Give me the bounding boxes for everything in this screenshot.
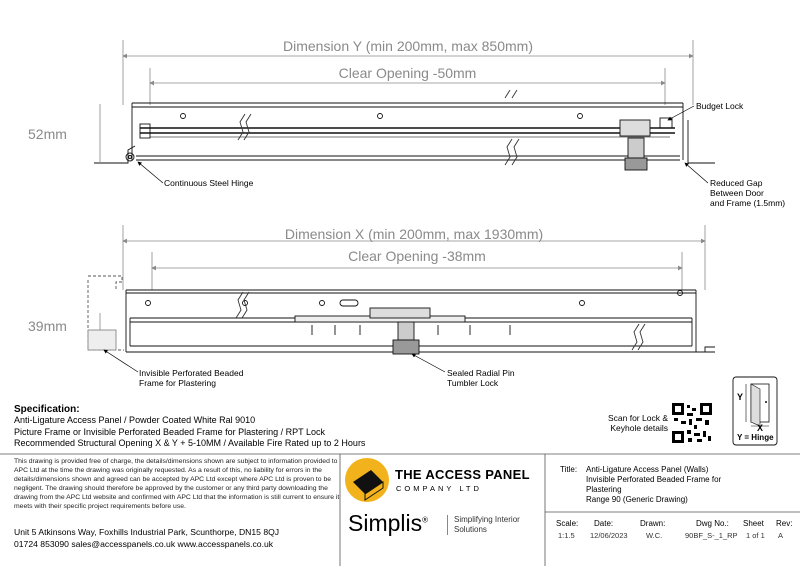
tagline-line-1: Simplifying Interior: [454, 515, 520, 524]
drawn-header: Drawn:: [640, 519, 666, 528]
continuous-hinge-callout: Continuous Steel Hinge: [164, 178, 254, 188]
title-line: Plastering: [586, 485, 622, 494]
title-label: Title:: [560, 465, 578, 474]
beaded-frame-line-1: Invisible Perforated Beaded: [139, 368, 244, 378]
scale-header: Scale:: [556, 519, 579, 528]
tagline-line-2: Solutions: [454, 525, 487, 534]
radial-pin-line-2: Tumbler Lock: [447, 378, 499, 388]
specification-line: Anti-Ligature Access Panel / Powder Coat…: [14, 415, 256, 425]
specification-block: Specification: Anti-Ligature Access Pane…: [14, 404, 365, 450]
reduced-gap-line-3: and Frame (1.5mm): [710, 198, 786, 208]
dwg-no-header: Dwg No.:: [696, 519, 729, 528]
date-value: 12/06/2023: [590, 531, 628, 540]
specification-line: Picture Frame or Invisible Perforated Be…: [14, 426, 325, 437]
scale-value: 1:1.5: [558, 531, 575, 540]
radial-pin-line-1: Sealed Radial Pin: [447, 368, 515, 378]
top-callout-leaders: [137, 105, 709, 184]
rev-value: A: [778, 531, 784, 540]
sheet-value: 1 of 1: [746, 531, 765, 540]
title-line: Invisible Perforated Beaded Frame for: [586, 475, 722, 484]
beaded-frame-line-2: Frame for Plastering: [139, 378, 216, 388]
reduced-gap-callout: Reduced Gap Between Door and Frame (1.5m…: [710, 178, 785, 208]
specification-line: Recommended Structural Opening X & Y + 5…: [14, 438, 366, 448]
disclaimer-text: This drawing is provided free of charge,…: [14, 458, 340, 511]
logo-sub-text: COMPANY LTD: [396, 484, 482, 493]
budget-lock-callout: Budget Lock: [696, 101, 744, 111]
access-panel-logo-mark: [345, 458, 389, 502]
sheet-header: Sheet: [743, 519, 764, 528]
qr-caption-line-1: Scan for Lock &: [607, 413, 668, 423]
company-address-block: Unit 5 Atkinsons Way, Foxhills Industria…: [14, 527, 279, 550]
clear-opening-x-label: Clear Opening -38mm: [348, 248, 486, 264]
bottom-callout-leaders: [103, 349, 446, 373]
height-52mm-label: 52mm: [28, 126, 67, 142]
dimension-y-label: Dimension Y (min 200mm, max 850mm): [282, 38, 533, 54]
dwg-no-value: 90BF_S-_1_RP: [685, 531, 738, 540]
company-address: Unit 5 Atkinsons Way, Foxhills Industria…: [14, 527, 280, 537]
bottom-dimension-lines: [99, 225, 706, 347]
company-contact: 01724 853090 sales@accesspanels.co.uk ww…: [14, 538, 274, 549]
clear-opening-y-label: Clear Opening -50mm: [338, 65, 477, 81]
orientation-key: [732, 376, 778, 446]
logo-main-text: THE ACCESS PANEL: [395, 467, 530, 482]
height-39mm-label: 39mm: [28, 318, 67, 334]
title-text: Anti-Ligature Access Panel (Walls) Invis…: [586, 465, 721, 505]
reduced-gap-line-2: Between Door: [710, 188, 764, 198]
qr-caption: Scan for Lock & Keyhole details: [600, 413, 668, 433]
drawn-value: W.C.: [646, 531, 663, 540]
rev-header: Rev:: [776, 519, 793, 528]
specification-heading: Specification:: [14, 404, 80, 415]
qr-caption-line-2: Keyhole details: [610, 423, 668, 433]
simplis-wordmark: Simplis: [348, 510, 423, 536]
orientation-hinge-label: Y = Hinge: [737, 433, 774, 442]
beaded-frame-callout: Invisible Perforated Beaded Frame for Pl…: [139, 368, 243, 388]
date-header: Date:: [594, 519, 614, 528]
title-line: Anti-Ligature Access Panel (Walls): [586, 465, 709, 474]
bottom-section-panel: [87, 275, 715, 355]
orientation-x-label: X: [757, 423, 764, 433]
reduced-gap-line-1: Reduced Gap: [710, 178, 763, 188]
radial-pin-callout: Sealed Radial Pin Tumbler Lock: [447, 368, 515, 388]
dimension-x-label: Dimension X (min 200mm, max 1930mm): [284, 226, 544, 242]
orientation-y-label: Y: [737, 392, 744, 402]
simplis-registered-mark: ®: [422, 515, 429, 525]
qr-code: [672, 403, 712, 443]
simplis-logo: Simplis®: [348, 510, 428, 537]
top-section-panel: [94, 89, 715, 171]
top-dimension-lines: [99, 40, 694, 162]
simplis-tagline: Simplifying Interior Solutions: [447, 515, 520, 535]
title-line: Range 90 (Generic Drawing): [586, 495, 688, 504]
